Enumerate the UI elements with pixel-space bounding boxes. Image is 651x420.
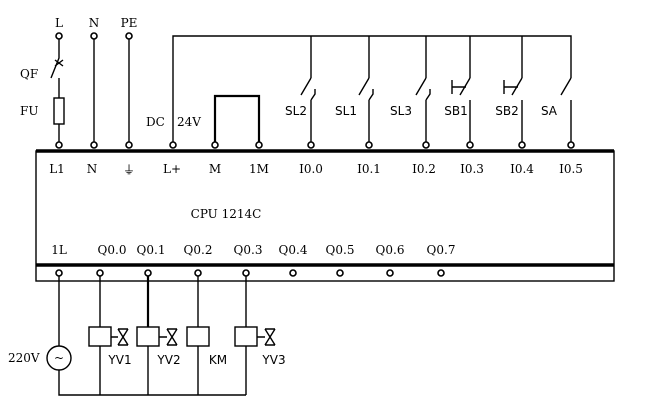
label-YV2: YV2 bbox=[156, 353, 180, 367]
terminal-I0.4 bbox=[518, 141, 526, 149]
bottom-terminal-label: Q0.3 bbox=[234, 243, 263, 257]
label-YV3: YV3 bbox=[261, 353, 285, 367]
bottom-terminal-label: Q0.2 bbox=[184, 243, 213, 257]
contact-SL2-icon bbox=[300, 77, 316, 143]
label-SB2: SB2 bbox=[495, 104, 518, 118]
jumper-M-1M bbox=[213, 94, 261, 143]
bottom-terminal-label: Q0.4 bbox=[279, 243, 308, 257]
terminal-ground bbox=[125, 141, 133, 149]
label-YV1: YV1 bbox=[107, 353, 131, 367]
top-terminal-label: L+ bbox=[163, 162, 181, 176]
plc-module: L1 N ⏚ L+ M 1M I0.0 I0.1 I0.2 I0.3 I0.4 … bbox=[35, 141, 615, 282]
terminal-I0.1 bbox=[365, 141, 373, 149]
top-terminal-label: M bbox=[209, 162, 221, 176]
top-terminal-label: N bbox=[87, 162, 98, 176]
label-SL3: SL3 bbox=[390, 104, 412, 118]
terminal-Q0.6 bbox=[386, 269, 394, 277]
breaker-cross-icon bbox=[54, 59, 64, 67]
terminal-Q0.3 bbox=[242, 269, 250, 277]
label-220V: 220V bbox=[8, 351, 40, 365]
top-terminal-label: I0.5 bbox=[559, 162, 583, 176]
label-L: L bbox=[55, 16, 63, 30]
top-terminal-label: I0.2 bbox=[412, 162, 436, 176]
top-terminal-label: I0.3 bbox=[460, 162, 484, 176]
valve-YV3-icon bbox=[257, 328, 276, 346]
label-FU: FU bbox=[20, 104, 38, 118]
terminal-L1 bbox=[55, 141, 63, 149]
terminal-N-plc bbox=[90, 141, 98, 149]
supply-section: L N PE QF FU bbox=[20, 16, 137, 143]
top-terminal-label: 1M bbox=[249, 162, 269, 176]
output-circuit: ~ 220V YV1 YV2 KM YV3 bbox=[8, 276, 286, 396]
terminal-Lplus bbox=[169, 141, 177, 149]
label-KM: KM bbox=[209, 353, 227, 367]
bottom-terminal-label: Q0.7 bbox=[427, 243, 456, 257]
coil-YV3-icon bbox=[234, 326, 258, 347]
bottom-terminal-label: Q0.6 bbox=[376, 243, 405, 257]
coil-KM-icon bbox=[186, 326, 210, 347]
wire-L bbox=[50, 39, 60, 98]
contact-SL1-icon bbox=[358, 77, 374, 143]
valve-YV2-icon bbox=[159, 328, 178, 346]
terminal-Q0.1 bbox=[144, 269, 152, 277]
label-DC: DC bbox=[146, 115, 165, 129]
terminal-1L bbox=[55, 269, 63, 277]
top-terminal-label: L1 bbox=[49, 162, 65, 176]
terminal-Q0.7 bbox=[437, 269, 445, 277]
terminal-M bbox=[211, 141, 219, 149]
label-SL1: SL1 bbox=[335, 104, 357, 118]
switch-SA-icon bbox=[560, 77, 572, 143]
terminal-1M bbox=[255, 141, 263, 149]
terminal-PE bbox=[125, 32, 133, 40]
plc-model-label: CPU 1214C bbox=[191, 207, 262, 221]
wire-bus-drops bbox=[310, 36, 523, 78]
label-24V: 24V bbox=[177, 115, 201, 129]
bottom-terminal-label: Q0.0 bbox=[98, 243, 127, 257]
terminal-I0.5 bbox=[567, 141, 575, 149]
valve-YV1-icon bbox=[111, 328, 129, 346]
ac-symbol: ~ bbox=[54, 351, 64, 365]
terminal-Q0.0 bbox=[96, 269, 104, 277]
pushbutton-SB2-icon bbox=[503, 77, 523, 143]
label-SA: SA bbox=[541, 104, 558, 118]
ground-icon: ⏚ bbox=[123, 163, 135, 177]
contact-SL3-icon bbox=[415, 77, 431, 143]
label-SB1: SB1 bbox=[444, 104, 467, 118]
terminal-Q0.5 bbox=[336, 269, 344, 277]
wire-Lplus-bus bbox=[172, 35, 572, 143]
bottom-terminal-label: Q0.5 bbox=[326, 243, 355, 257]
terminal-N bbox=[90, 32, 98, 40]
bottom-terminal-label: Q0.1 bbox=[137, 243, 166, 257]
top-terminal-label: I0.0 bbox=[299, 162, 323, 176]
terminal-I0.0 bbox=[307, 141, 315, 149]
label-SL2: SL2 bbox=[285, 104, 307, 118]
terminal-Q0.4 bbox=[289, 269, 297, 277]
terminal-Q0.2 bbox=[194, 269, 202, 277]
dc-bus: DC 24V bbox=[146, 35, 572, 143]
coil-YV2-icon bbox=[136, 326, 160, 347]
terminal-I0.2 bbox=[422, 141, 430, 149]
top-terminal-label: I0.4 bbox=[510, 162, 534, 176]
label-PE: PE bbox=[121, 16, 138, 30]
bottom-terminal-label: 1L bbox=[51, 243, 67, 257]
top-terminal-label: I0.1 bbox=[357, 162, 381, 176]
wire-return-bus bbox=[58, 370, 246, 396]
terminal-L bbox=[55, 32, 63, 40]
label-N: N bbox=[89, 16, 100, 30]
label-QF: QF bbox=[20, 67, 38, 81]
fuse-icon bbox=[53, 97, 65, 125]
pushbutton-SB1-icon bbox=[451, 77, 471, 143]
coil-YV1-icon bbox=[88, 326, 112, 347]
terminal-I0.3 bbox=[466, 141, 474, 149]
input-contacts: SL2 SL1 SL3 SB1 SB2 SA bbox=[285, 77, 572, 143]
